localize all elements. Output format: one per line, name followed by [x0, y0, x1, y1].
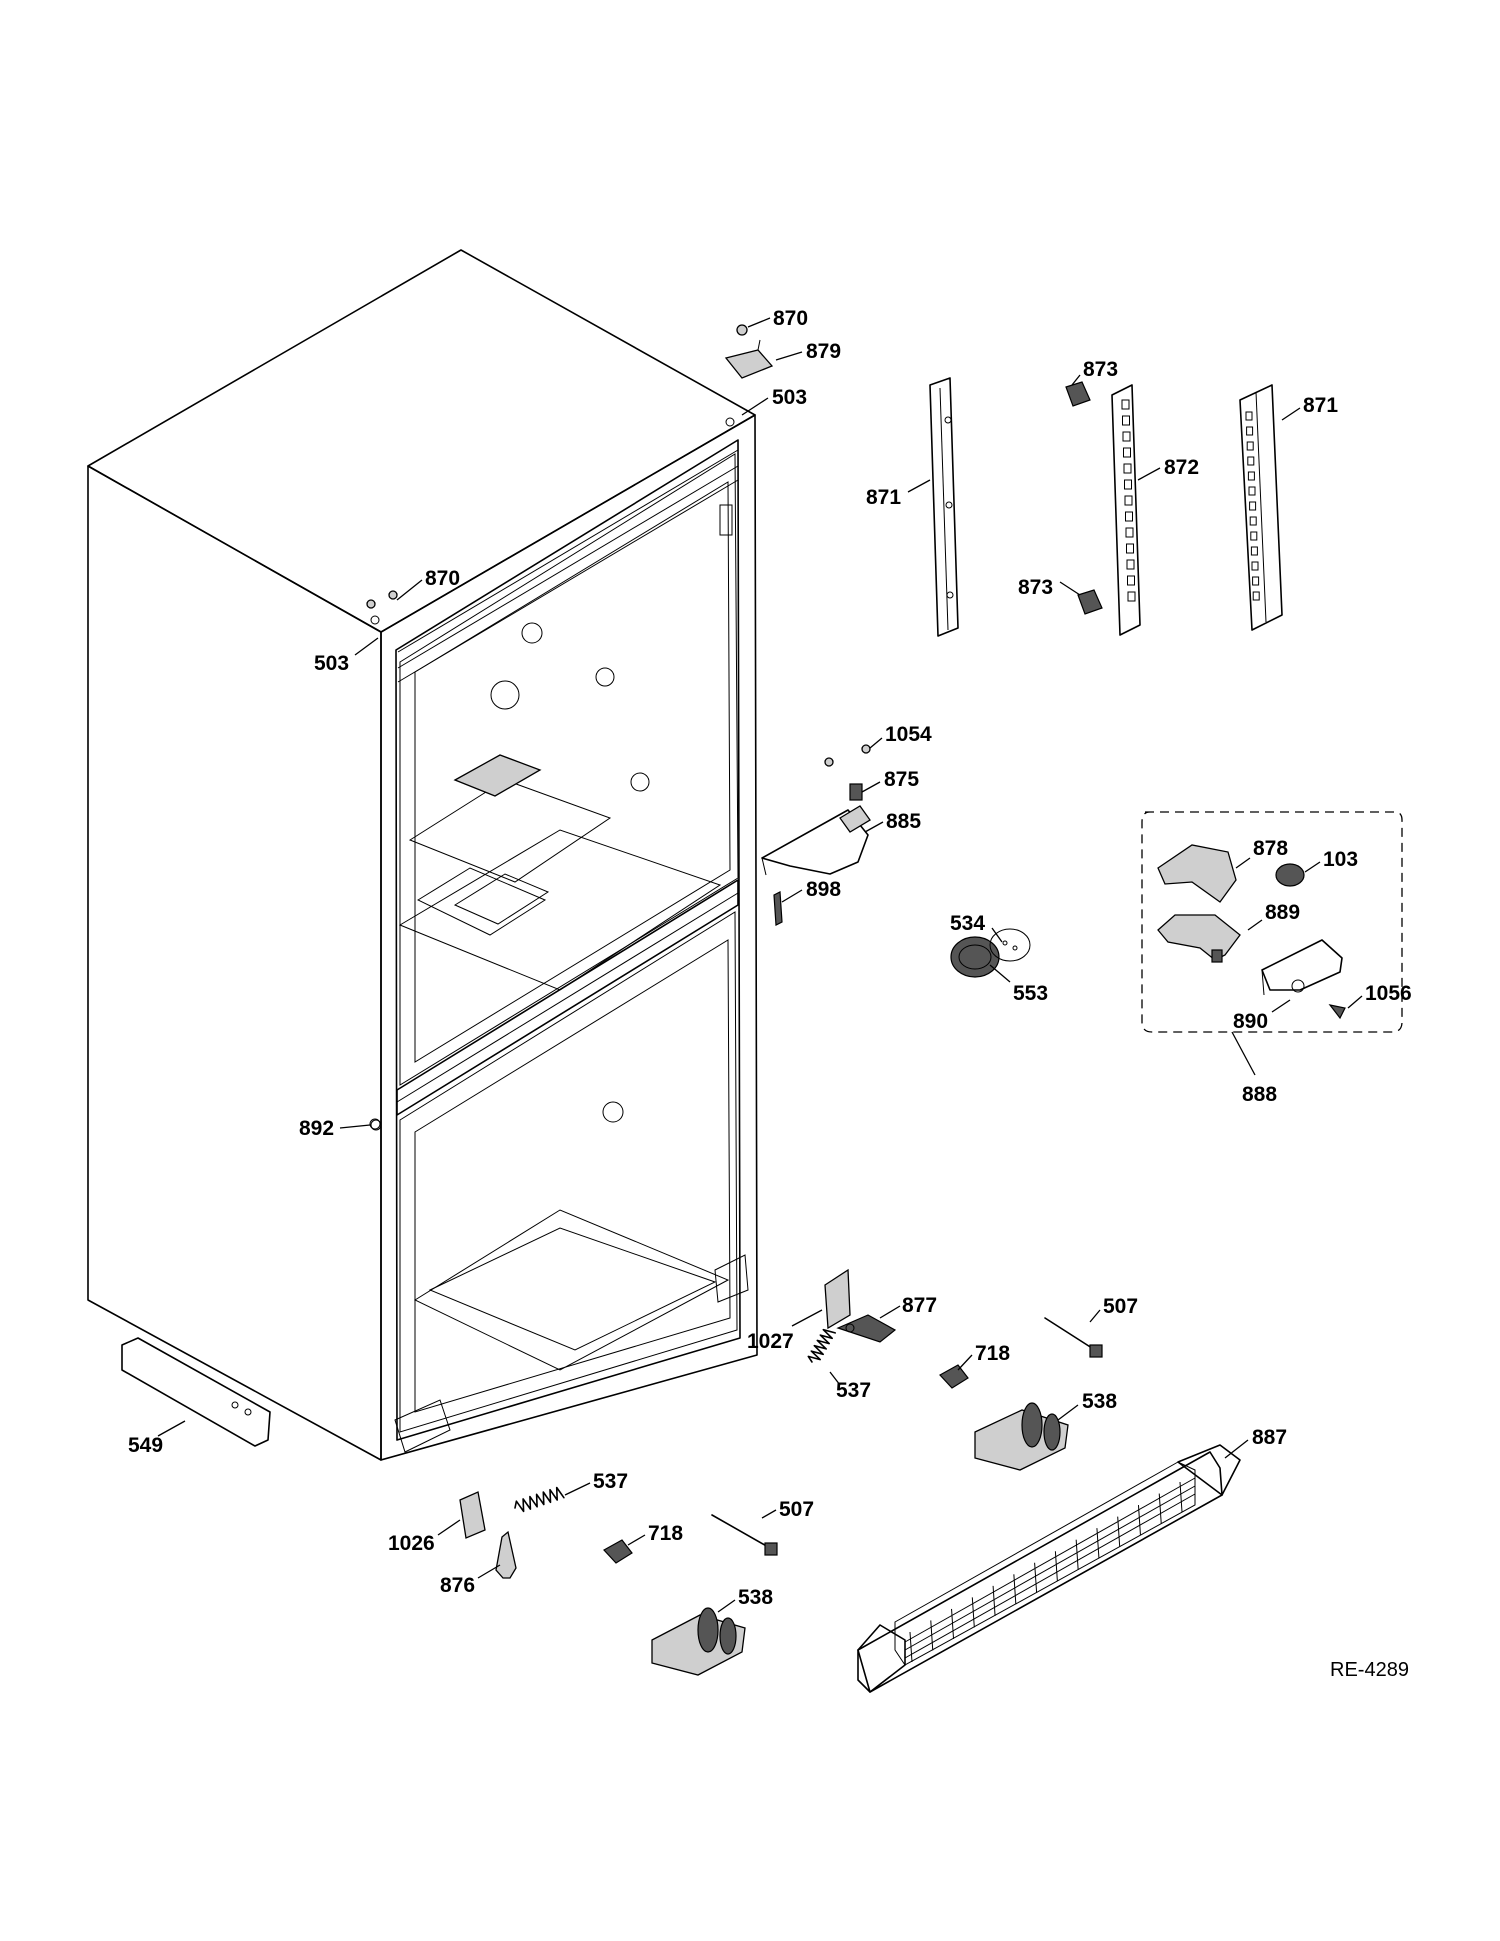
screw-1054	[824, 744, 871, 767]
kit-888	[1141, 811, 1403, 1076]
callout-1027: 1027	[747, 1330, 794, 1353]
callout-879: 879	[806, 340, 841, 363]
hinge-bracket-885	[761, 805, 871, 876]
screw-870-top	[736, 324, 748, 336]
drawing-reference: RE-4289	[1330, 1659, 1409, 1681]
callout-103: 103	[1323, 848, 1358, 871]
clip-873-lower	[1077, 589, 1103, 615]
callout-873-upper: 873	[1083, 358, 1118, 381]
callout-890: 890	[1233, 1010, 1268, 1033]
callout-503-right: 503	[772, 386, 807, 409]
callout-1026: 1026	[388, 1532, 435, 1555]
callout-875: 875	[884, 768, 919, 791]
callout-507-left: 507	[779, 1498, 814, 1521]
callout-888: 888	[1242, 1083, 1277, 1106]
hinge-879	[724, 339, 774, 379]
callout-1054: 1054	[885, 723, 932, 746]
plug-892	[370, 1119, 382, 1131]
callout-892: 892	[299, 1117, 334, 1140]
callout-538-left: 538	[738, 1586, 773, 1609]
callout-872: 872	[1164, 456, 1199, 479]
callout-538-right: 538	[1082, 1390, 1117, 1413]
callout-870-top: 870	[773, 307, 808, 330]
callout-876: 876	[440, 1574, 475, 1597]
callout-877: 877	[902, 1294, 937, 1317]
callout-534: 534	[950, 912, 985, 935]
spring-537-left	[514, 1486, 565, 1513]
callout-871-left: 871	[866, 486, 901, 509]
pin-898	[773, 891, 783, 926]
cabinet-drawing	[87, 249, 758, 1461]
callout-898: 898	[806, 878, 841, 901]
bolt-875	[849, 783, 863, 801]
callout-870-left: 870	[425, 567, 460, 590]
base-grille-887	[857, 1444, 1241, 1693]
callout-537-left: 537	[593, 1470, 628, 1493]
rail-872	[1111, 384, 1141, 636]
roller-538-right	[974, 1402, 1069, 1471]
callout-718-left: 718	[648, 1522, 683, 1545]
hinge-877	[836, 1314, 897, 1343]
callout-507-right: 507	[1103, 1295, 1138, 1318]
screw-870-left	[366, 590, 398, 609]
callout-718-right: 718	[975, 1342, 1010, 1365]
callout-889: 889	[1265, 901, 1300, 924]
rail-871-right	[1239, 384, 1283, 631]
clip-873-upper	[1065, 381, 1091, 407]
clip-718-left	[603, 1539, 633, 1564]
callout-labels: 870 879 503 870 503 871 873 872 873 871 …	[128, 307, 1412, 1681]
rod-507-right	[1044, 1317, 1103, 1358]
callout-537-right: 537	[836, 1379, 871, 1402]
hinge-876	[495, 1530, 517, 1579]
kickplate-549	[121, 1337, 271, 1447]
callout-873-lower: 873	[1018, 576, 1053, 599]
rod-507-left	[711, 1514, 778, 1556]
bracket-871-left	[929, 377, 959, 637]
spring-537-right	[807, 1328, 836, 1363]
callout-503-left: 503	[314, 652, 349, 675]
callout-887: 887	[1252, 1426, 1287, 1449]
callout-885: 885	[886, 810, 921, 833]
roller-538-left	[651, 1607, 746, 1676]
leader-lines	[157, 317, 1363, 1613]
callout-871-right: 871	[1303, 394, 1338, 417]
hinge-1026	[459, 1491, 486, 1539]
clip-718-right	[939, 1364, 969, 1389]
parts-group	[121, 324, 1403, 1693]
callout-878: 878	[1253, 837, 1288, 860]
hinge-1027	[824, 1268, 851, 1330]
callout-1056: 1056	[1365, 982, 1412, 1005]
callout-549: 549	[128, 1434, 163, 1457]
plate-534	[989, 928, 1031, 962]
callout-553: 553	[1013, 982, 1048, 1005]
cover-553	[950, 936, 1000, 978]
